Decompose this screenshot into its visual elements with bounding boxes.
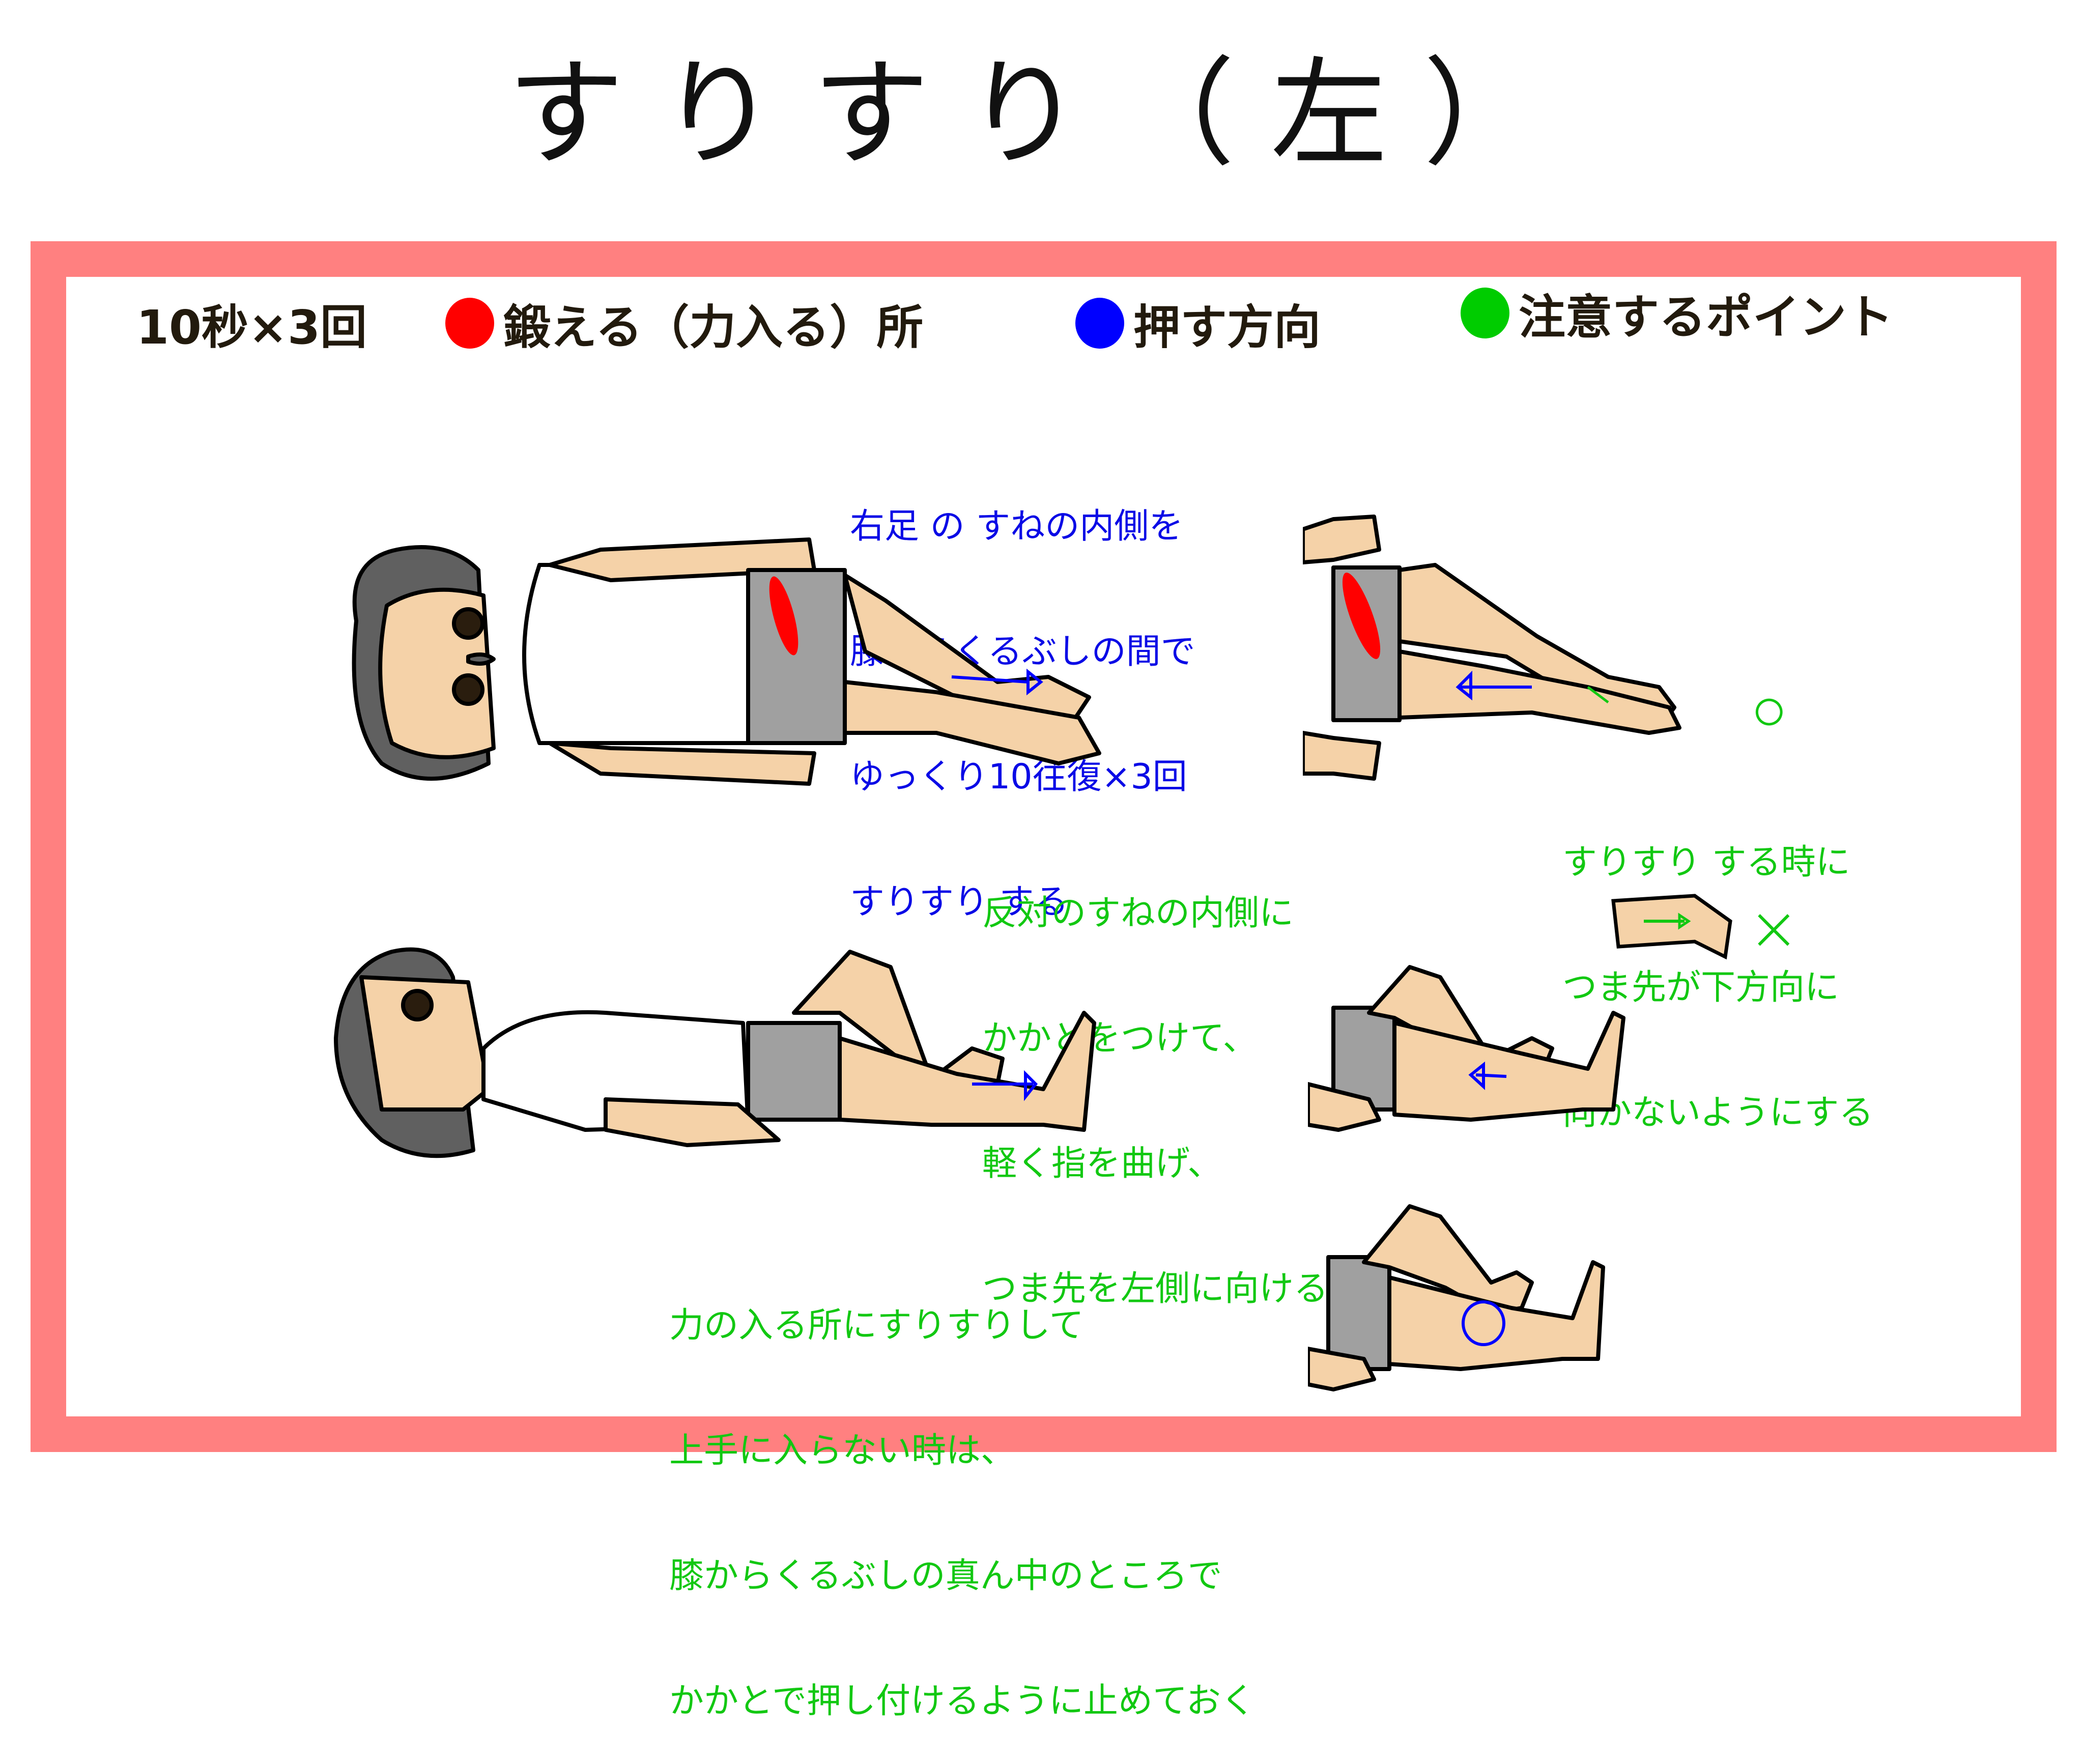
good-circle-icon: ○ (1751, 674, 1788, 745)
figure-side-view-closeup (1308, 965, 1625, 1132)
note-line: すりすり する (850, 882, 1069, 922)
note-line: 上手に入らない時は、 (669, 1431, 1016, 1471)
note-line: 反対のすねの内側に (982, 893, 1294, 933)
note-line: つま先を左側に向ける (982, 1269, 1329, 1309)
legend-item-caution: 注意するポイント (1461, 285, 1893, 345)
legend-label: 鍛える（力入る）所 (503, 300, 924, 355)
green-dot-icon (1461, 288, 1509, 338)
note-line: 膝からくるぶしの真ん中のところで (669, 1556, 1222, 1596)
figure-side-view-hold (1308, 1204, 1605, 1391)
note-tip: 力の入る所にすりすりして 上手に入らない時は、 膝からくるぶしの真ん中のところで… (669, 1221, 1255, 1764)
note-line: かかとをつけて、 (982, 1018, 1258, 1059)
figure-foot-bad (1611, 894, 1732, 960)
legend-item-strengthen: 鍛える（力入る）所 (445, 295, 923, 355)
figure-top-view-full (352, 537, 1101, 786)
reps-label: 10秒×3回 (136, 300, 367, 355)
legend-item-direction: 押す方向 (1075, 295, 1321, 355)
figure-side-view-full (334, 947, 1096, 1158)
blue-dot-icon (1075, 298, 1124, 349)
note-line: かかとで押し付けるように止めておく (669, 1681, 1255, 1721)
note-line: すりすり する時に (1562, 842, 1850, 883)
figure-top-view-closeup (1303, 515, 1681, 781)
red-dot-icon (445, 298, 494, 349)
note-line: つま先が下方向に (1562, 968, 1840, 1008)
note-line: ゆっくり10往復×3回 (850, 757, 1187, 797)
content-frame (31, 241, 2057, 1452)
note-line: 右足 の すねの内側を (850, 506, 1184, 547)
legend-label: 注意するポイント (1519, 290, 1894, 345)
note-line: 力の入る所にすりすりして (669, 1305, 1084, 1346)
note-line: 軽く指を曲げ、 (982, 1144, 1222, 1184)
legend-reps: 10秒×3回 (136, 295, 367, 355)
page-title: すりすり（左） (507, 46, 1576, 182)
bad-cross-icon: × (1748, 893, 1800, 964)
note-heel-placement: 反対のすねの内側に かかとをつけて、 軽く指を曲げ、 つま先を左側に向ける (982, 809, 1328, 1352)
legend-label: 押す方向 (1133, 300, 1321, 355)
